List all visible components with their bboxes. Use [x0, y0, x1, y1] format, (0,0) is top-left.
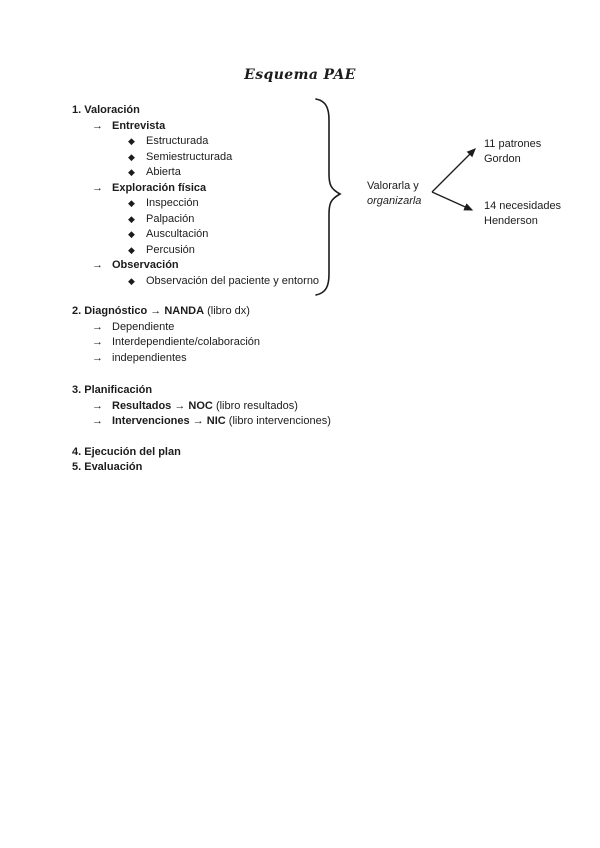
- outline-item-label: Observación del paciente y entorno: [146, 274, 320, 287]
- heading-ref: NANDA: [164, 305, 205, 317]
- item-note: (libro resultados): [215, 399, 298, 412]
- brace-label: Valorarla y organizarla: [367, 179, 421, 209]
- arrow-bullet-icon: →: [92, 415, 103, 427]
- outline-item-label: independientes: [112, 351, 187, 364]
- outline-item-label: Estructurada: [146, 135, 209, 147]
- outline-item: → Entrevista: [72, 119, 331, 135]
- item-ref: NIC: [206, 415, 226, 427]
- flow-arrow: →: [174, 399, 186, 412]
- outline-item: → Dependiente: [72, 320, 331, 336]
- brace-label-line1: Valorarla y: [367, 180, 419, 192]
- outline-item-label: Exploración física: [112, 181, 207, 194]
- diamond-bullet-icon: ◆: [128, 198, 135, 208]
- outline-item-label: Percusión: [146, 243, 195, 256]
- arrow-bullet-icon: →: [92, 336, 103, 348]
- curly-brace: [315, 98, 342, 296]
- outline-item: ◆ Observación del paciente y entorno: [72, 274, 331, 290]
- outline-item: ◆ Inspección: [72, 196, 331, 212]
- outline-item: ◆ Semiestructurada: [72, 150, 331, 166]
- arrow-bullet-icon: →: [92, 119, 103, 132]
- flow-arrow: →: [150, 305, 162, 317]
- diamond-bullet-icon: ◆: [128, 213, 135, 224]
- section-diagnostico: 2. Diagnóstico → NANDA (libro dx) → Depen…: [72, 304, 331, 366]
- outline-item-label: Intervenciones: [112, 415, 190, 427]
- outline-item: ◆ Abierta: [72, 165, 331, 181]
- item-note: (libro intervenciones): [228, 415, 331, 427]
- page-title: Esquema PAE: [244, 67, 356, 83]
- arrow-bullet-icon: →: [92, 259, 103, 271]
- arrow-bullet-icon: →: [92, 181, 103, 194]
- section-planificacion: 3. Planificación →Resultados → NOC (libr…: [72, 383, 331, 430]
- section-heading: 5. Evaluación: [72, 461, 143, 473]
- outline-item-label: Palpación: [146, 212, 195, 225]
- outline-item: →Intervenciones → NIC (libro intervencio…: [72, 414, 331, 430]
- arrow-bullet-icon: →: [92, 399, 103, 412]
- outline: 1. Valoración →Entrevista ◆Estructurada …: [72, 103, 331, 491]
- section-heading: 2. Diagnóstico → NANDA (libro dx): [72, 304, 331, 320]
- outline-item-label: Semiestructurada: [146, 150, 233, 163]
- outline-item-label: Resultados: [112, 399, 172, 412]
- outline-item-label: Abierta: [146, 166, 181, 178]
- diamond-bullet-icon: ◆: [128, 151, 135, 162]
- section-heading: 4. Ejecución del plan: [72, 445, 181, 458]
- branch-henderson: 14 necesidades Henderson: [484, 199, 561, 228]
- outline-item-label: Entrevista: [112, 119, 166, 132]
- outline-item: → Observación: [72, 258, 331, 274]
- diamond-bullet-icon: ◆: [128, 229, 135, 239]
- outline-item-label: Observación: [112, 259, 179, 271]
- diamond-bullet-icon: ◆: [128, 136, 135, 146]
- arrow-bullet-icon: →: [92, 320, 103, 333]
- brace-label-line2: organizarla: [367, 195, 422, 207]
- section-valoracion: 1. Valoración →Entrevista ◆Estructurada …: [72, 103, 331, 289]
- outline-item-label: Auscultación: [146, 228, 209, 240]
- outline-item: ◆ Palpación: [72, 212, 331, 228]
- arrow-bullet-icon: →: [92, 351, 103, 364]
- diamond-bullet-icon: ◆: [128, 167, 135, 177]
- heading-note: (libro dx): [207, 305, 250, 317]
- outline-item-label: Inspección: [146, 197, 199, 209]
- outline-item-label: Interdependiente/colaboración: [112, 336, 261, 348]
- flow-arrow: →: [192, 415, 204, 427]
- branch-arrows: [431, 148, 476, 211]
- branch-gordon-line2: Gordon: [484, 152, 521, 165]
- branch-henderson-line2: Henderson: [484, 214, 538, 227]
- branch-gordon-line1: 11 patrones: [484, 138, 542, 150]
- outline-item: →Resultados → NOC (libro resultados): [72, 399, 331, 415]
- diamond-bullet-icon: ◆: [128, 244, 135, 255]
- outline-item: → Interdependiente/colaboración: [72, 335, 331, 351]
- outline-item: ◆ Estructurada: [72, 134, 331, 150]
- outline-item: → Exploración física: [72, 181, 331, 197]
- branch-gordon: 11 patrones Gordon: [484, 137, 541, 166]
- outline-item: ◆ Auscultación: [72, 227, 331, 243]
- section-ejecucion-evaluacion: 4. Ejecución del plan 5. Evaluación: [72, 445, 331, 476]
- outline-item: ◆ Percusión: [72, 243, 331, 259]
- section-heading: 3. Planificación: [72, 384, 153, 396]
- outline-item: → independientes: [72, 351, 331, 367]
- diamond-bullet-icon: ◆: [128, 275, 135, 286]
- item-ref: NOC: [188, 399, 213, 412]
- heading-text: 2. Diagnóstico: [72, 305, 148, 317]
- outline-item-label: Dependiente: [112, 320, 175, 333]
- section-heading: 1. Valoración: [72, 104, 140, 116]
- branch-henderson-line1: 14 necesidades: [484, 200, 562, 212]
